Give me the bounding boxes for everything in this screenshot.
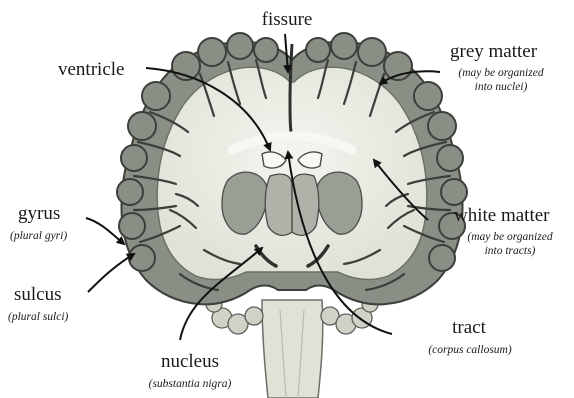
- brainstem: [262, 300, 323, 398]
- label-gyrus: gyrus: [18, 204, 60, 223]
- note-nucleus: (substantia nigra): [122, 377, 258, 391]
- label-fissure: fissure: [252, 10, 322, 29]
- note-white-matter: (may be organized into tracts): [452, 230, 568, 259]
- note-white-matter-line1: (may be organized: [452, 230, 568, 244]
- label-sulcus: sulcus: [14, 285, 62, 304]
- arrow-sulcus: [88, 254, 134, 292]
- label-grey-matter: grey matter: [450, 42, 537, 61]
- note-gyrus: (plural gyri): [10, 229, 67, 243]
- note-grey-matter-line1: (may be organized: [446, 66, 556, 80]
- label-ventricle: ventricle: [58, 60, 124, 79]
- label-white-matter: white matter: [454, 206, 550, 225]
- note-grey-matter-line2: into nuclei): [446, 80, 556, 94]
- label-nucleus: nucleus: [130, 352, 250, 371]
- note-grey-matter: (may be organized into nuclei): [446, 66, 556, 95]
- note-tract: (corpus callosum): [412, 343, 528, 357]
- label-tract: tract: [434, 318, 504, 337]
- note-sulcus: (plural sulci): [8, 310, 68, 324]
- note-white-matter-line2: into tracts): [452, 244, 568, 258]
- arrow-gyrus: [86, 218, 124, 244]
